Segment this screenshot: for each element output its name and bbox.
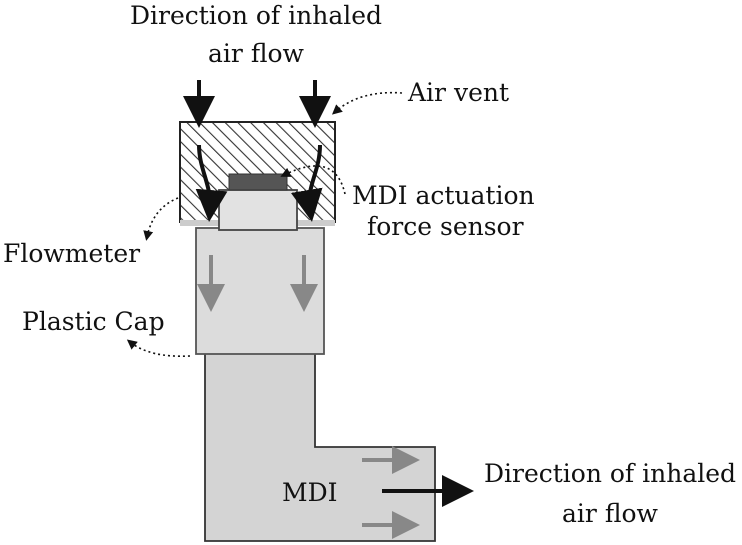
air-vent-label: Air vent bbox=[407, 78, 509, 107]
inhaled-flow-right-label-line2: air flow bbox=[562, 499, 659, 528]
mdi-canister-top bbox=[218, 189, 298, 231]
mdi-label: MDI bbox=[282, 478, 338, 507]
vent-flow-arrow-left bbox=[195, 144, 228, 222]
force-sensor bbox=[228, 173, 288, 191]
air-vent-leader bbox=[331, 91, 403, 115]
plastic-cap-leader bbox=[126, 339, 191, 358]
inhaled-flow-right-label-line1: Direction of inhaled bbox=[484, 459, 736, 488]
flowmeter-leader bbox=[143, 197, 179, 241]
flowmeter-label: Flowmeter bbox=[3, 239, 140, 268]
inhaled-flow-top-label-line2: air flow bbox=[208, 39, 305, 68]
sensor-label-line1: MDI actuation bbox=[352, 181, 535, 210]
sensor-label-line2: force sensor bbox=[367, 212, 524, 241]
plastic-cap-label: Plastic Cap bbox=[22, 307, 165, 336]
sensor-leader bbox=[280, 165, 346, 195]
mdi-body bbox=[204, 351, 436, 542]
vent-flow-arrow-right bbox=[290, 144, 323, 222]
inhaled-flow-top-label-line1: Direction of inhaled bbox=[130, 1, 382, 30]
